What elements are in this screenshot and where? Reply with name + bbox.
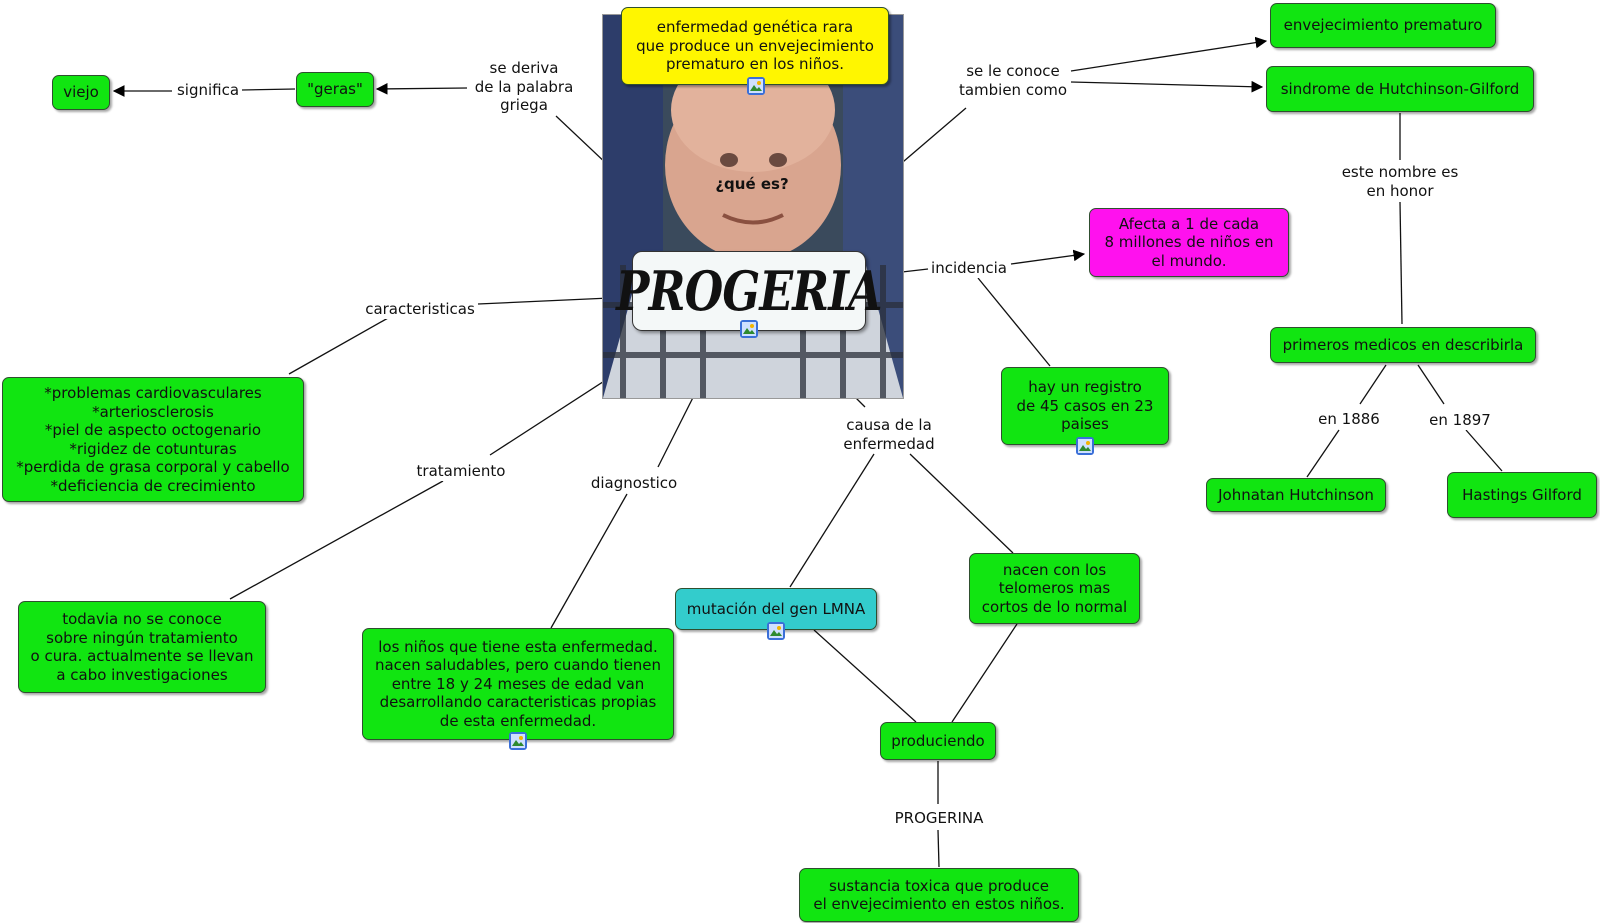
node-viejo[interactable]: viejo (52, 75, 110, 110)
node-primeros-medicos[interactable]: primeros medicos en describirla (1270, 327, 1536, 363)
edge-tratamiento-box (229, 480, 444, 600)
central-concept-node[interactable]: PROGERIA (616, 251, 883, 331)
node-hastings-gilford[interactable]: Hastings Gilford (1447, 472, 1597, 518)
link-label-progerina: PROGERINA (892, 809, 986, 828)
link-label-se-deriva: se deriva de la palabra griega (472, 59, 576, 115)
link-label-se-le-conoce: se le conoce tambien como (956, 62, 1070, 99)
node-sustancia-toxica[interactable]: sustancia toxica que produce el envejeci… (799, 868, 1079, 922)
edge-1897-gilford (1465, 429, 1503, 472)
link-label-incidencia: incidencia (929, 259, 1009, 278)
edge-esteNombre-primeros (1399, 201, 1403, 325)
edge-seDeriva-geras (375, 83, 468, 95)
edge-incidencia-afecta (1010, 249, 1086, 265)
image-resource-icon[interactable] (747, 77, 765, 95)
image-resource-icon[interactable] (740, 320, 758, 338)
node-diagnostico[interactable]: los niños que tiene esta enfermedad. nac… (362, 628, 674, 740)
link-label-tratamiento: tratamiento (414, 462, 508, 481)
node-registro-casos[interactable]: hay un registro de 45 casos en 23 paises (1001, 367, 1169, 445)
edge-seLeConoce-sindrome (1070, 80, 1264, 93)
link-label-diagnostico: diagnostico (588, 474, 680, 493)
node-telomeros[interactable]: nacen con los telomeros mas cortos de lo… (969, 553, 1140, 624)
link-label-este-nombre: este nombre es en honor (1339, 163, 1461, 200)
edge-causa-mutacion (789, 453, 875, 588)
edge-diagnostico-box (550, 493, 628, 629)
node-johnatan-hutchinson[interactable]: Johnatan Hutchinson (1206, 478, 1386, 512)
node-tratamiento[interactable]: todavia no se conoce sobre ningún tratam… (18, 601, 266, 693)
edge-geras-significa (241, 88, 296, 91)
node-envejecimiento-prematuro[interactable]: envejecimiento prematuro (1270, 3, 1496, 48)
node-caracteristicas[interactable]: *problemas cardiovasculares *arterioscle… (2, 377, 304, 502)
node-incidencia-afecta[interactable]: Afecta a 1 de cada 8 millones de niños e… (1089, 208, 1289, 277)
node-definition[interactable]: enfermedad genética rara que produce un … (621, 7, 889, 85)
link-label-en-1897: en 1897 (1427, 411, 1493, 430)
edge-primeros-1886 (1359, 364, 1387, 405)
edge-primeros-1897 (1417, 364, 1445, 405)
image-resource-icon[interactable] (767, 622, 785, 640)
edge-1886-hutchinson (1306, 429, 1340, 478)
node-sindrome-hutchinson-gilford[interactable]: sindrome de Hutchinson-Gilford (1266, 66, 1534, 112)
image-resource-icon[interactable] (509, 732, 527, 750)
edge-mutacion-produciendo (813, 629, 917, 723)
link-label-que-es: ¿qué es? (715, 175, 789, 193)
node-geras[interactable]: "geras" (296, 72, 374, 107)
node-produciendo[interactable]: produciendo (880, 722, 996, 760)
link-label-significa: significa (174, 81, 242, 100)
edge-seLeConoce-envejecimiento (1070, 36, 1268, 72)
link-label-causa: causa de la enfermedad (841, 416, 937, 453)
link-label-en-1886: en 1886 (1316, 410, 1382, 429)
edge-telomeros-produciendo (951, 623, 1018, 723)
link-label-caracteristicas: caracteristicas (363, 300, 477, 319)
edge-caracteristicas-box (288, 317, 389, 375)
edge-incidencia-registro (977, 277, 1051, 367)
edge-causa-telomeros (909, 453, 1014, 554)
edge-progerina-sustancia (937, 829, 940, 868)
image-resource-icon[interactable] (1076, 437, 1094, 455)
central-title: PROGERIA (616, 259, 882, 323)
